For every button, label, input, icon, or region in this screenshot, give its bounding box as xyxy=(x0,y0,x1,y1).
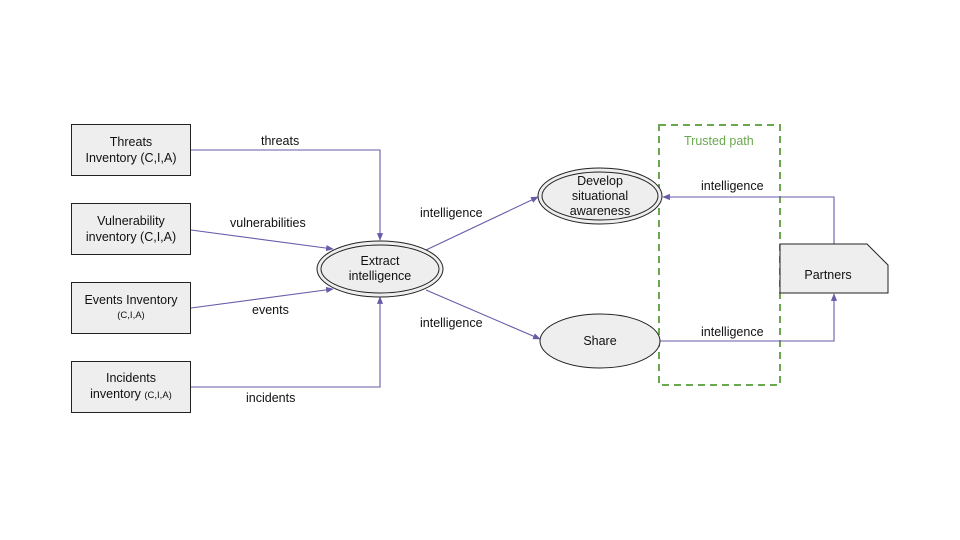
events-inventory-title: Events Inventory xyxy=(84,293,178,307)
partners-label: Partners xyxy=(804,267,852,282)
edge-intel-to-share xyxy=(425,289,541,340)
incidents-inventory-title: Incidents xyxy=(105,371,157,385)
incidents-inventory-cia: (C,I,A) xyxy=(144,390,172,401)
edge-label-intel-to-develop: intelligence xyxy=(420,206,483,220)
extract-intelligence-label: Extract intelligence xyxy=(320,247,440,291)
develop-awareness-node xyxy=(537,167,663,225)
vulnerability-inventory-box: Vulnerability inventory (C,I,A) xyxy=(71,203,191,255)
edge-label-incidents: incidents xyxy=(246,391,296,405)
trusted-path-label: Trusted path xyxy=(684,134,754,148)
develop-label-line1: Develop xyxy=(577,173,623,188)
edge-events xyxy=(190,286,334,309)
incidents-inventory-box: Incidents inventory (C,I,A) xyxy=(71,361,191,413)
edge-partners-to-develop xyxy=(662,193,835,244)
threats-inventory-subtitle: Inventory (C,I,A) xyxy=(85,151,177,165)
incidents-inventory-subtitle: inventory (C,I,A) xyxy=(90,386,172,404)
develop-awareness-label: Develop situational awareness xyxy=(540,173,660,219)
share-node xyxy=(539,313,661,369)
edge-label-events: events xyxy=(252,303,289,317)
trusted-path-region xyxy=(658,124,781,386)
edge-label-intel-to-share: intelligence xyxy=(420,316,483,330)
edge-threats xyxy=(191,149,384,241)
partners-node xyxy=(779,243,889,294)
events-inventory-subtitle: (C,I,A) xyxy=(117,310,145,321)
edge-label-share-to-partners: intelligence xyxy=(701,325,764,339)
incidents-inventory-word: inventory xyxy=(90,387,141,401)
edge-label-vulnerabilities: vulnerabilities xyxy=(230,216,306,230)
edge-share-to-partners xyxy=(660,293,838,342)
edge-vulnerabilities xyxy=(190,229,334,252)
vulnerability-inventory-title: Vulnerability xyxy=(97,214,165,228)
edge-label-threats: threats xyxy=(261,134,300,148)
vulnerability-inventory-subtitle: inventory (C,I,A) xyxy=(85,230,177,244)
edge-intel-to-develop xyxy=(425,196,539,251)
events-inventory-box: Events Inventory (C,I,A) xyxy=(71,282,191,334)
extract-label-line2: intelligence xyxy=(348,269,412,283)
extract-label-line1: Extract xyxy=(360,254,400,268)
extract-intelligence-node xyxy=(316,240,444,298)
develop-label-line3: awareness xyxy=(569,203,631,218)
develop-label-line2: situational xyxy=(571,188,629,203)
threats-inventory-title: Threats xyxy=(109,135,153,149)
threats-inventory-box: Threats Inventory (C,I,A) xyxy=(71,124,191,176)
edge-incidents xyxy=(191,296,384,388)
edge-label-partners-to-develop: intelligence xyxy=(701,179,764,193)
share-label: Share xyxy=(583,333,617,348)
